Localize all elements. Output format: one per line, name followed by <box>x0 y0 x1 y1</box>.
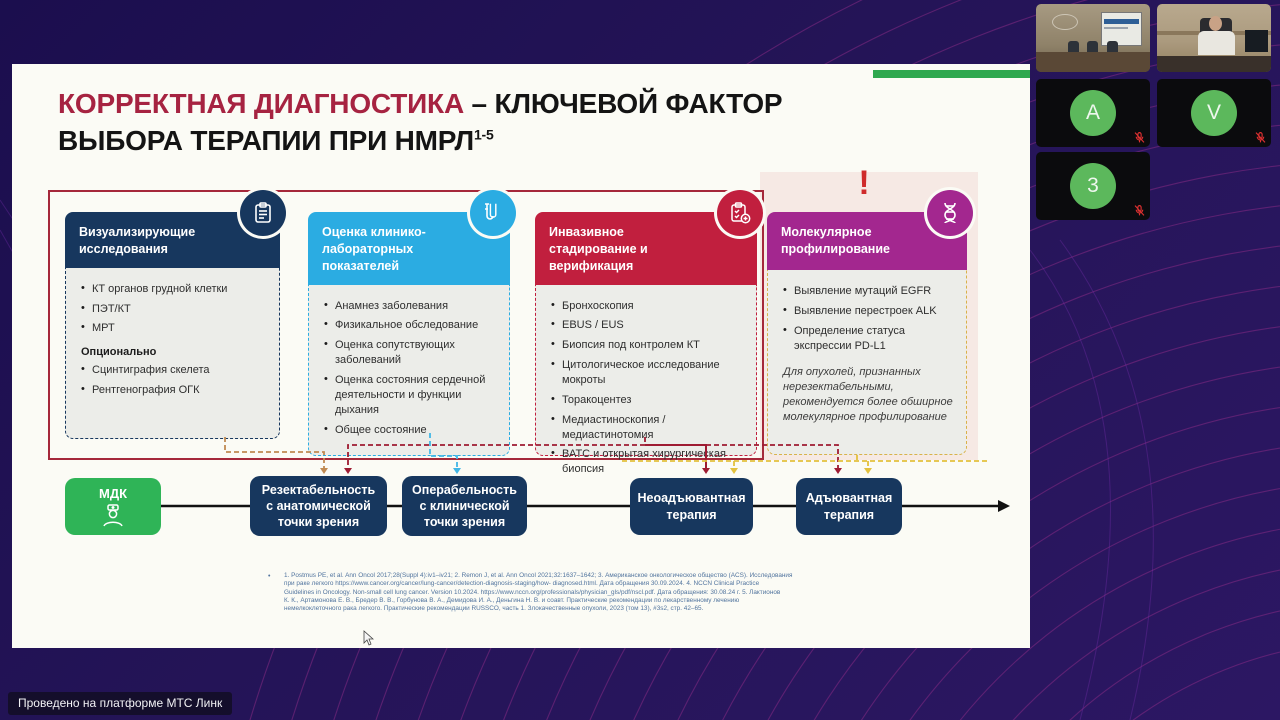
doctor-white-coat <box>1198 31 1235 55</box>
slide-accent-bar <box>873 70 1030 78</box>
monitor <box>1244 29 1268 52</box>
list-item: МРТ <box>81 320 271 336</box>
warning-exclamation: ! <box>858 164 870 202</box>
flow-step-resectability: Резектабельность с анатомической точки з… <box>250 476 387 536</box>
footnote-bullet: • <box>268 573 271 580</box>
list-item: Оценка состояния сердечной деятельности … <box>324 372 501 418</box>
participant-tile-v[interactable]: V <box>1157 79 1271 147</box>
mdk-box: МДК <box>65 478 161 535</box>
list-item: Бронхоскопия <box>551 298 748 314</box>
participant-tile-3[interactable]: 3 <box>1036 152 1150 220</box>
slide-title-highlight: КОРРЕКТНАЯ ДИАГНОСТИКА <box>58 88 464 119</box>
column-molecular-profiling-header: Молекулярное профилирование <box>767 190 973 270</box>
person-silhouette <box>1106 41 1118 55</box>
surgical-lamp <box>1051 13 1078 30</box>
footnote-line: 1. Postmus PE, et al. Ann Oncol 2017;28(… <box>284 572 793 579</box>
list-item: Биопсия под контролем КТ <box>551 337 748 353</box>
person-silhouette <box>1067 41 1079 55</box>
test-tubes-icon <box>470 190 516 236</box>
mouse-cursor <box>363 630 374 646</box>
column-imaging-title: Визуализирующие исследования <box>79 225 196 256</box>
doctor-icon <box>103 504 123 527</box>
mic-muted-icon <box>1255 132 1266 143</box>
list-item: Медиастиноскопия / медиастинотомия <box>551 412 748 443</box>
column-clinical-lab: Оценка клинико-лабораторных показателей … <box>308 190 516 456</box>
flow-step-operability: Операбельность с клинической точки зрени… <box>402 476 527 536</box>
column-molecular-profiling-title: Молекулярное профилирование <box>781 225 890 256</box>
avatar: 3 <box>1070 163 1116 209</box>
list-item: Цитологическое исследование мокроты <box>551 357 748 388</box>
platform-badge: Проведено на платформе МТС Линк <box>8 692 233 715</box>
participant-tile-a[interactable]: A <box>1036 79 1150 147</box>
list-item: ПЭТ/КТ <box>81 301 271 317</box>
list-item: Анамнез заболевания <box>324 298 501 314</box>
avatar: V <box>1191 90 1237 136</box>
video-tile-doctor[interactable] <box>1157 4 1271 72</box>
list-item: Физикальное обследование <box>324 317 501 333</box>
list-item: КТ органов грудной клетки <box>81 281 271 297</box>
column-invasive-staging-title: Инвазивное стадирование и верификация <box>549 225 648 273</box>
column-invasive-staging-header: Инвазивное стадирование и верификация <box>535 190 763 285</box>
column-molecular-profiling-body: Выявление мутаций EGFR Выявление перестр… <box>767 270 967 455</box>
column-imaging: Визуализирующие исследования КТ органов … <box>65 190 286 439</box>
list-item: Оценка сопутствующих заболеваний <box>324 337 501 368</box>
flow-step-adjuvant: Адъювантная терапия <box>796 478 902 535</box>
clipboard-icon <box>240 190 286 236</box>
slide-title: КОРРЕКТНАЯ ДИАГНОСТИКА – КЛЮЧЕВОЙ ФАКТОР… <box>58 86 783 160</box>
column-clinical-lab-title: Оценка клинико-лабораторных показателей <box>322 225 426 273</box>
shared-presentation-slide: КОРРЕКТНАЯ ДИАГНОСТИКА – КЛЮЧЕВОЙ ФАКТОР… <box>12 64 1030 648</box>
conference-desk <box>1036 51 1150 72</box>
column-invasive-staging: Инвазивное стадирование и верификация Бр… <box>535 190 763 475</box>
footnote-line: при раке легкого https://www.cancer.org/… <box>284 580 760 588</box>
list-item: Определение статуса экспрессии PD-L1 <box>783 323 958 354</box>
avatar: A <box>1070 90 1116 136</box>
list-item: EBUS / EUS <box>551 317 748 333</box>
column-clinical-lab-body: Анамнез заболевания Физикальное обследов… <box>308 284 510 456</box>
checklist-plus-icon <box>717 190 763 236</box>
column-imaging-header: Визуализирующие исследования <box>65 190 286 268</box>
person-silhouette <box>1087 41 1099 55</box>
column-clinical-lab-header: Оценка клинико-лабораторных показателей <box>308 190 516 285</box>
doctor-desk <box>1157 55 1271 72</box>
video-tile-conference-room[interactable] <box>1036 4 1150 72</box>
footnote-line: К. К., Артамонова Е. В., Бредер В. В., Г… <box>284 596 740 604</box>
column-imaging-body: КТ органов грудной клетки ПЭТ/КТ МРТ Опц… <box>65 267 280 439</box>
optional-label: Опционально <box>81 346 157 359</box>
flow-step-neoadjuvant: Неоадъювантная терапия <box>630 478 753 535</box>
dna-icon <box>927 190 973 236</box>
projection-screen <box>1100 12 1142 47</box>
footnote-line: Guidelines in Oncology. Non-small cell l… <box>284 588 781 596</box>
column-invasive-staging-body: Бронхоскопия EBUS / EUS Биопсия под конт… <box>535 284 757 475</box>
list-item: Выявление мутаций EGFR <box>783 283 958 299</box>
molecular-profiling-note: Для опухолей, признанных нерезектабельны… <box>783 366 953 423</box>
slide-title-line2: ВЫБОРА ТЕРАПИИ ПРИ НМРЛ <box>58 124 474 156</box>
list-item: Общее состояние <box>324 422 501 438</box>
mic-muted-icon <box>1134 205 1145 216</box>
slide-title-rest: – КЛЮЧЕВОЙ ФАКТОР <box>463 88 783 119</box>
column-molecular-profiling: Молекулярное профилирование Выявление му… <box>767 190 973 455</box>
list-item: Сцинтиграфия скелета <box>81 362 271 378</box>
references-footnote: • 1. Postmus PE, et al. Ann Oncol 2017;2… <box>268 572 924 614</box>
doctor-head <box>1209 16 1223 32</box>
list-item: Торакоцентез <box>551 392 748 408</box>
list-item: Рентгенография ОГК <box>81 382 271 398</box>
mic-muted-icon <box>1134 132 1145 143</box>
slide-title-superscript: 1-5 <box>473 126 494 143</box>
footnote-line: немелкоклеточного рака легкого. Практиче… <box>284 605 704 613</box>
list-item: ВАТС и открытая хирургическая биопсия <box>551 446 748 477</box>
mdk-label: МДК <box>98 486 128 501</box>
list-item: Выявление перестроек ALK <box>783 303 958 319</box>
